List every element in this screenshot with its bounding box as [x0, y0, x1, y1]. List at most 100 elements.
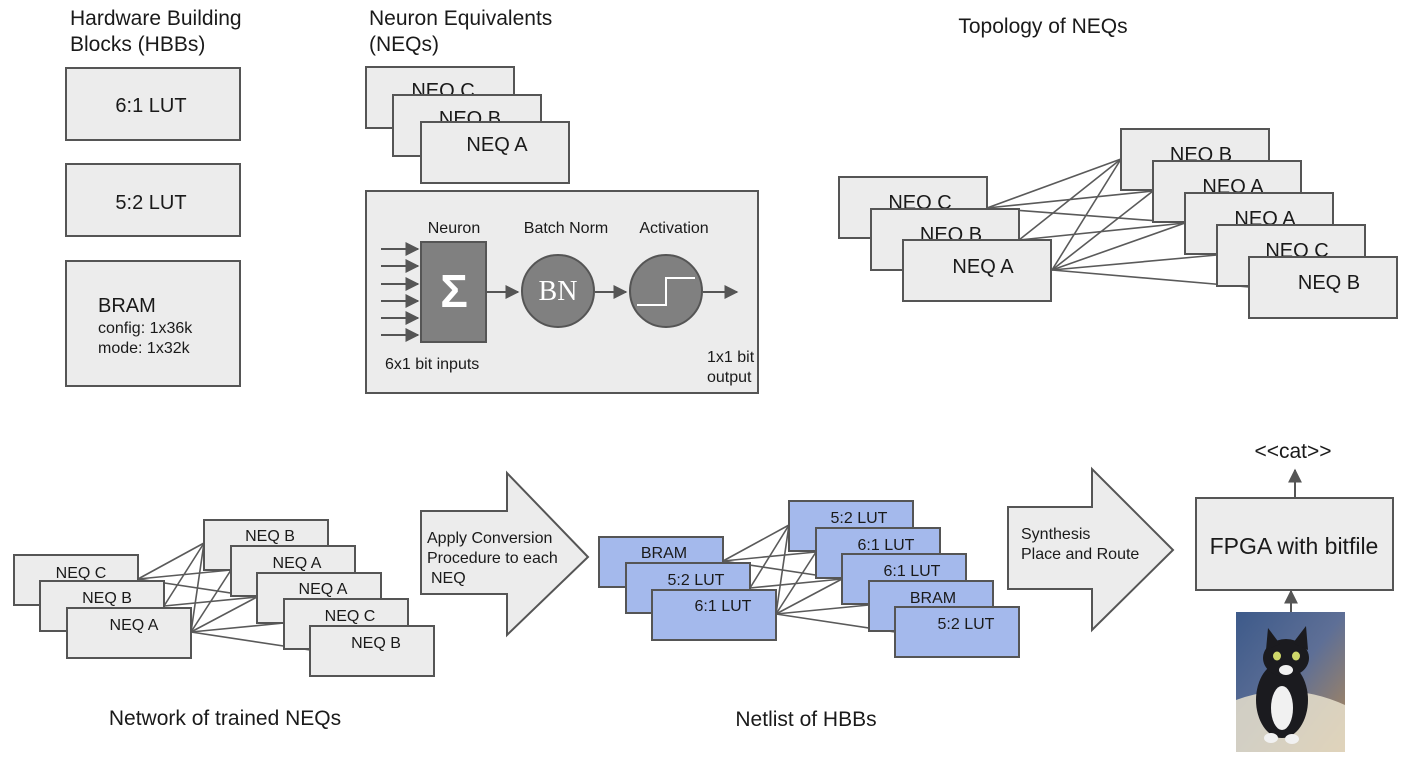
neq-card-label: NEQ A	[466, 134, 528, 156]
input-arrows	[381, 242, 420, 342]
conversion-arrow-shape	[420, 470, 590, 638]
hbb-lut6-box	[65, 67, 241, 141]
connection-line	[1051, 254, 1218, 271]
topology-section: Topology of NEQs NEQ C NEQ B NEQ A NEQ B	[838, 15, 1398, 319]
hbb-lut5-box	[65, 163, 241, 237]
connection-line	[1018, 158, 1122, 241]
connection-line	[137, 542, 205, 580]
fpga-section: <<cat>> FPGA with bitfile	[1195, 440, 1394, 752]
connection-line	[1051, 190, 1154, 271]
conversion-step: Apply Conversion Procedure to each NEQ	[420, 470, 590, 638]
neuron-detail-panel: Neuron Batch Norm Activation Σ BN 6x1 bi…	[365, 190, 759, 394]
neq-card-label: NEQ B	[351, 635, 401, 652]
connection-line	[775, 551, 817, 615]
cat-paw	[1264, 733, 1278, 743]
cat-eye	[1273, 651, 1281, 661]
sigma-icon: Σ	[440, 265, 468, 317]
neq-card-label: NEQ A	[299, 581, 348, 598]
neq-card	[1248, 256, 1398, 319]
hbb-lut5-label: 5:2 LUT	[115, 192, 186, 214]
neq-section: Neuron Equivalents (NEQs) NEQ C NEQ B NE…	[365, 7, 759, 394]
topology-right-stack: NEQ B NEQ A NEQ A NEQ C NEQ B	[1120, 128, 1398, 319]
neq-card-label: NEQ C	[325, 608, 376, 625]
synthesis-arrow-shape	[1007, 466, 1175, 633]
cat-head	[1263, 639, 1309, 677]
hbb-card-label: BRAM	[641, 545, 687, 562]
cat-eye	[1292, 651, 1300, 661]
output-label-line2: output	[707, 369, 752, 386]
neq-card-label: NEQ A	[273, 555, 322, 572]
fpga-label: FPGA with bitfile	[1210, 533, 1379, 559]
connection-line	[775, 604, 870, 615]
cat-paw	[1285, 734, 1299, 744]
hbb-bram-mode: mode: 1x32k	[98, 340, 191, 357]
hbb-section: Hardware Building Blocks (HBBs) 6:1 LUT …	[65, 7, 242, 387]
netlist-left-stack: BRAM 5:2 LUT 6:1 LUT	[598, 536, 777, 641]
connection-line	[1051, 158, 1122, 271]
connection-line	[190, 622, 285, 633]
hbb-card-label: 5:2 LUT	[668, 572, 725, 589]
inputs-label: 6x1 bit inputs	[385, 356, 479, 373]
connection-line	[775, 524, 790, 615]
neq-card-label: NEQ A	[952, 256, 1014, 278]
network-left-stack: NEQ C NEQ B NEQ A	[13, 554, 192, 659]
topology-title: Topology of NEQs	[958, 15, 1127, 38]
conversion-line3: NEQ	[431, 570, 466, 587]
hbb-card	[894, 606, 1020, 658]
hbb-bram-label: BRAM	[98, 295, 156, 317]
connection-line	[163, 542, 205, 607]
cat-muzzle	[1279, 665, 1293, 675]
hbb-card-label: 6:1 LUT	[884, 563, 941, 580]
neq-title-line2: (NEQs)	[369, 33, 439, 56]
fpga-output-label: <<cat>>	[1254, 440, 1331, 463]
output-label-line1: 1x1 bit	[707, 349, 755, 366]
hbb-card-label: BRAM	[910, 590, 956, 607]
netlist-right-stack: 5:2 LUT 6:1 LUT 6:1 LUT BRAM 5:2 LUT	[788, 500, 1020, 658]
fpga-box	[1195, 497, 1394, 591]
hbb-card-label: 6:1 LUT	[858, 537, 915, 554]
connection-line	[1051, 222, 1186, 271]
hbb-bram-box	[65, 260, 241, 387]
batchnorm-label: Batch Norm	[524, 220, 608, 237]
netlist-caption: Netlist of HBBs	[735, 708, 876, 731]
hbb-title-line1: Hardware Building	[70, 7, 242, 30]
activation-label: Activation	[639, 220, 708, 237]
connection-line	[775, 578, 843, 615]
connection-line	[749, 524, 790, 589]
neq-card	[309, 625, 435, 677]
cat-ear	[1293, 626, 1308, 650]
batchnorm-circle	[521, 254, 595, 328]
hbb-card-label: 5:2 LUT	[831, 510, 888, 527]
cat-chest	[1271, 686, 1293, 730]
synthesis-line2: Place and Route	[1021, 546, 1139, 563]
network-right-stack: NEQ B NEQ A NEQ A NEQ C NEQ B	[203, 519, 435, 677]
hbb-card	[651, 589, 777, 641]
cat-photo	[1236, 612, 1345, 752]
neq-card-label: NEQ B	[82, 590, 132, 607]
neq-card	[420, 121, 570, 184]
hbb-title-line2: Blocks (HBBs)	[70, 33, 205, 56]
network-caption: Network of trained NEQs	[109, 707, 341, 730]
neq-title-line1: Neuron Equivalents	[369, 7, 552, 30]
bn-symbol: BN	[539, 276, 578, 307]
hbb-card-label: 6:1 LUT	[695, 598, 752, 615]
connection-line	[722, 524, 790, 562]
connection-line	[190, 542, 205, 633]
neq-card	[902, 239, 1052, 302]
neq-card-label: NEQ B	[1298, 272, 1360, 294]
conversion-line2: Procedure to each	[427, 550, 558, 567]
sum-block	[420, 241, 487, 343]
neq-card	[66, 607, 192, 659]
cat-ear	[1266, 628, 1280, 650]
conversion-line1: Apply Conversion	[427, 530, 552, 547]
topology-left-stack: NEQ C NEQ B NEQ A	[838, 176, 1052, 302]
neuron-label: Neuron	[428, 220, 480, 237]
synthesis-step: Synthesis Place and Route	[1007, 466, 1175, 633]
synthesis-line1: Synthesis	[1021, 526, 1090, 543]
connection-line	[190, 569, 232, 633]
hbb-card-label: 5:2 LUT	[938, 616, 995, 633]
neq-stack: NEQ C NEQ B NEQ A	[365, 66, 570, 184]
connection-line	[190, 596, 258, 633]
neq-card-label: NEQ B	[245, 528, 295, 545]
